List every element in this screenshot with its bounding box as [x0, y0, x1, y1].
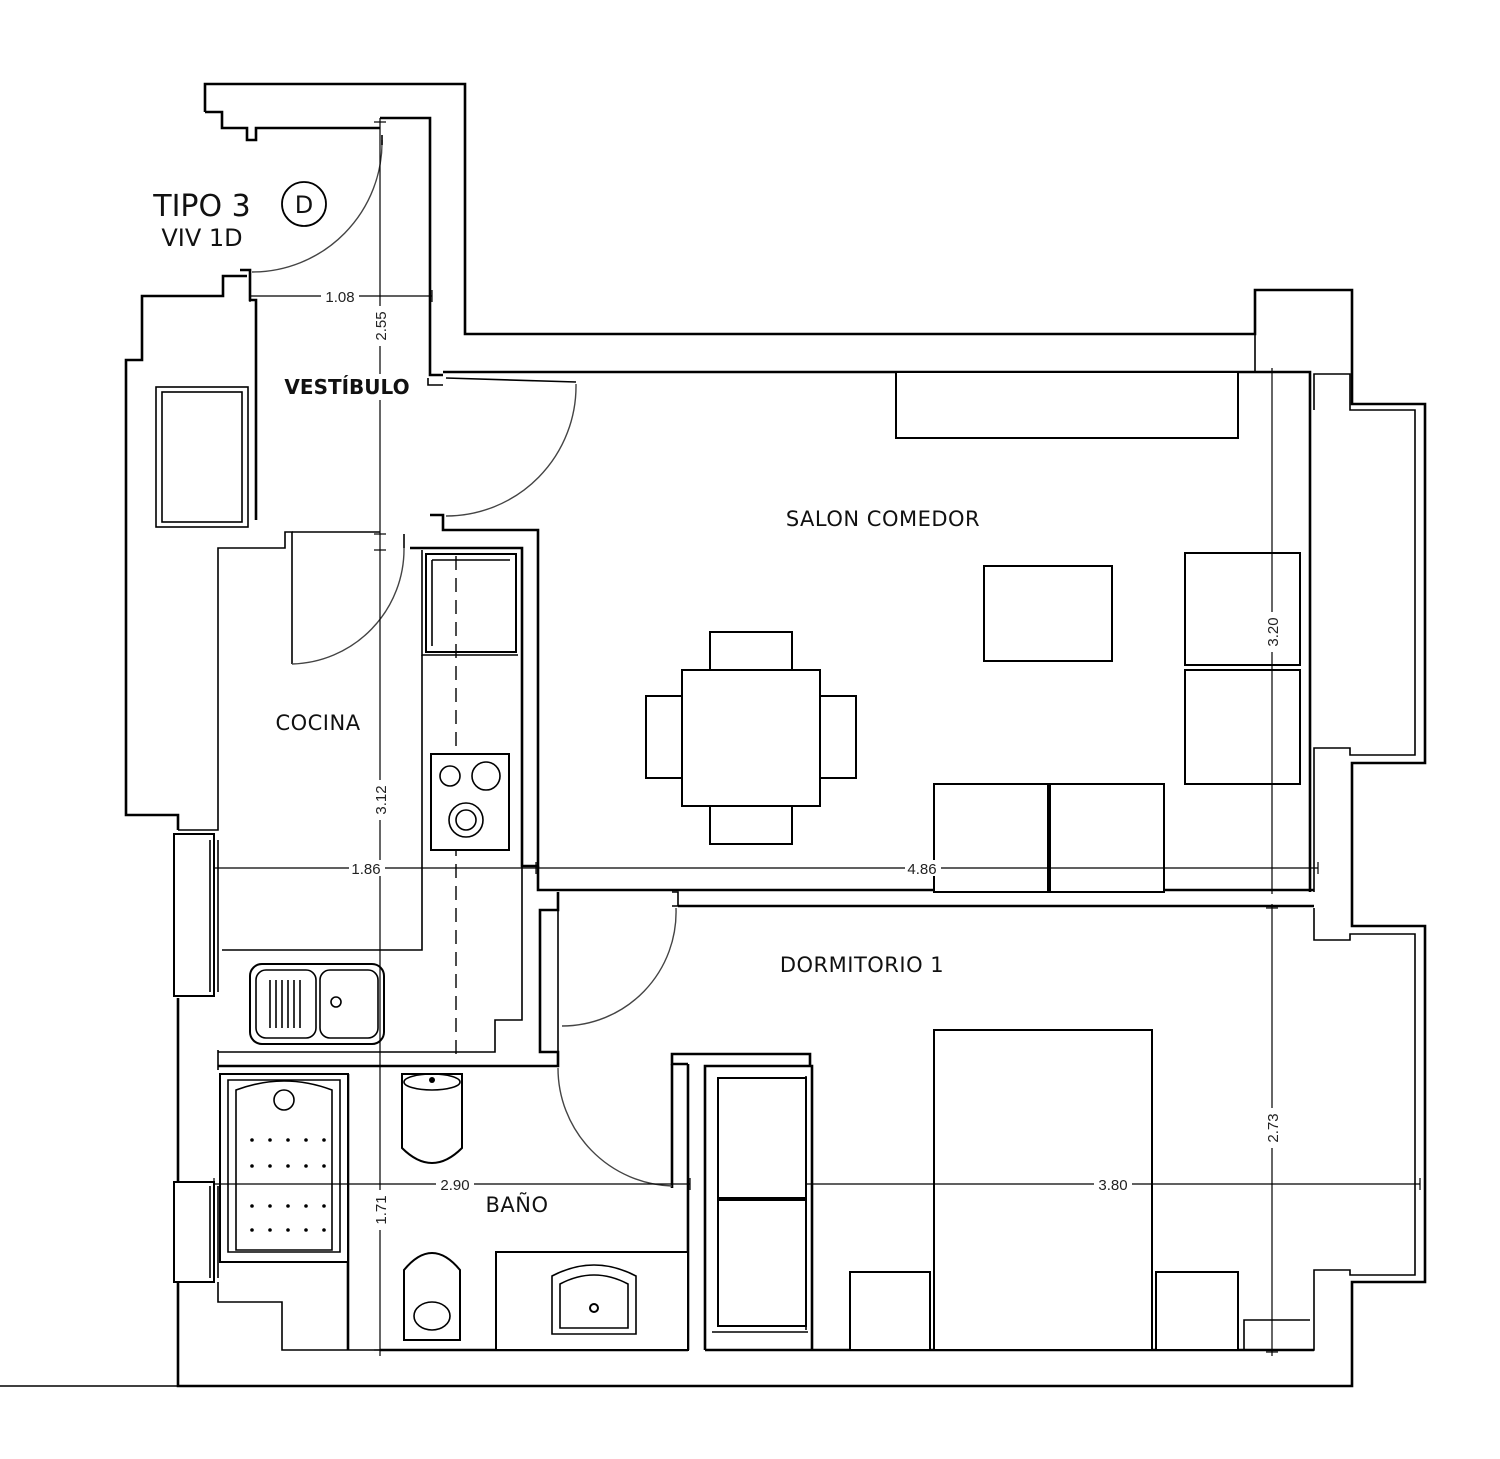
dim-cocina-width: 1.86: [351, 861, 380, 878]
nightstand-left: [849, 1271, 931, 1351]
dimension-labels: 1.08 2.55 3.12 1.86 4.86 3.20 2.73 2.90 …: [321, 287, 1282, 1230]
drainboard-lines: [269, 980, 301, 1028]
dim-salon-width: 4.86: [907, 861, 936, 878]
wardrobe-top: [717, 1077, 807, 1199]
outer-walls: [124, 82, 1427, 1388]
dim-bano-height: 1.71: [373, 1195, 390, 1224]
armchair-bottom: [1184, 669, 1301, 785]
bathtub: [219, 1073, 349, 1263]
salon-door-swing: [445, 383, 577, 517]
dim-dorm-height: 2.73: [1265, 1113, 1282, 1142]
fridge: [425, 553, 517, 653]
dim-cocina-height: 3.12: [373, 785, 390, 814]
room-label-dormitorio: DORMITORIO 1: [780, 953, 944, 977]
room-label-salon: SALON COMEDOR: [786, 507, 980, 531]
nightstand-right: [1155, 1271, 1239, 1351]
title-tipo: TIPO 3: [152, 189, 251, 224]
salon-cabinet: [895, 371, 1239, 439]
dim-salon-height: 3.20: [1265, 617, 1282, 646]
sofa-right: [1049, 783, 1165, 893]
bidet: [401, 1073, 463, 1164]
kitchen-sink: [249, 963, 385, 1045]
dim-bano-width: 2.90: [440, 1177, 469, 1194]
dim-vest-width: 1.08: [325, 289, 354, 306]
dorm-door-swing: [561, 907, 677, 1027]
title-letter: D: [295, 191, 313, 219]
room-label-vestibulo: VESTÍBULO: [284, 375, 409, 399]
dim-dorm-width: 3.80: [1098, 1177, 1127, 1194]
dining-table: [681, 669, 821, 807]
chair-top: [709, 631, 793, 673]
toilet: [403, 1252, 461, 1341]
sofa-left: [933, 783, 1049, 893]
bathtub-dots: [250, 1138, 326, 1232]
room-labels: VESTÍBULO SALON COMEDOR COCINA DORMITORI…: [275, 374, 980, 1217]
chair-bottom: [709, 803, 793, 845]
coffee-table: [983, 565, 1113, 662]
title-unit: VIV 1D: [161, 224, 242, 252]
entrance-door-swing: [251, 139, 383, 273]
washbasin-counter: [495, 1251, 689, 1351]
title-letter-circle: [281, 181, 327, 227]
cooktop: [430, 753, 510, 851]
chair-right: [817, 695, 857, 779]
chair-left: [645, 695, 685, 779]
bath-door-swing: [557, 1067, 673, 1187]
furniture: [219, 371, 1301, 1351]
wardrobe-bottom: [717, 1199, 807, 1327]
room-label-cocina: COCINA: [275, 711, 360, 735]
dim-vest-height: 2.55: [373, 311, 390, 340]
kitchen-door-swing: [291, 547, 405, 665]
armchair-top: [1184, 552, 1301, 666]
plan-title: TIPO 3 D VIV 1D: [152, 181, 327, 252]
room-label-bano: BAÑO: [485, 1191, 548, 1217]
